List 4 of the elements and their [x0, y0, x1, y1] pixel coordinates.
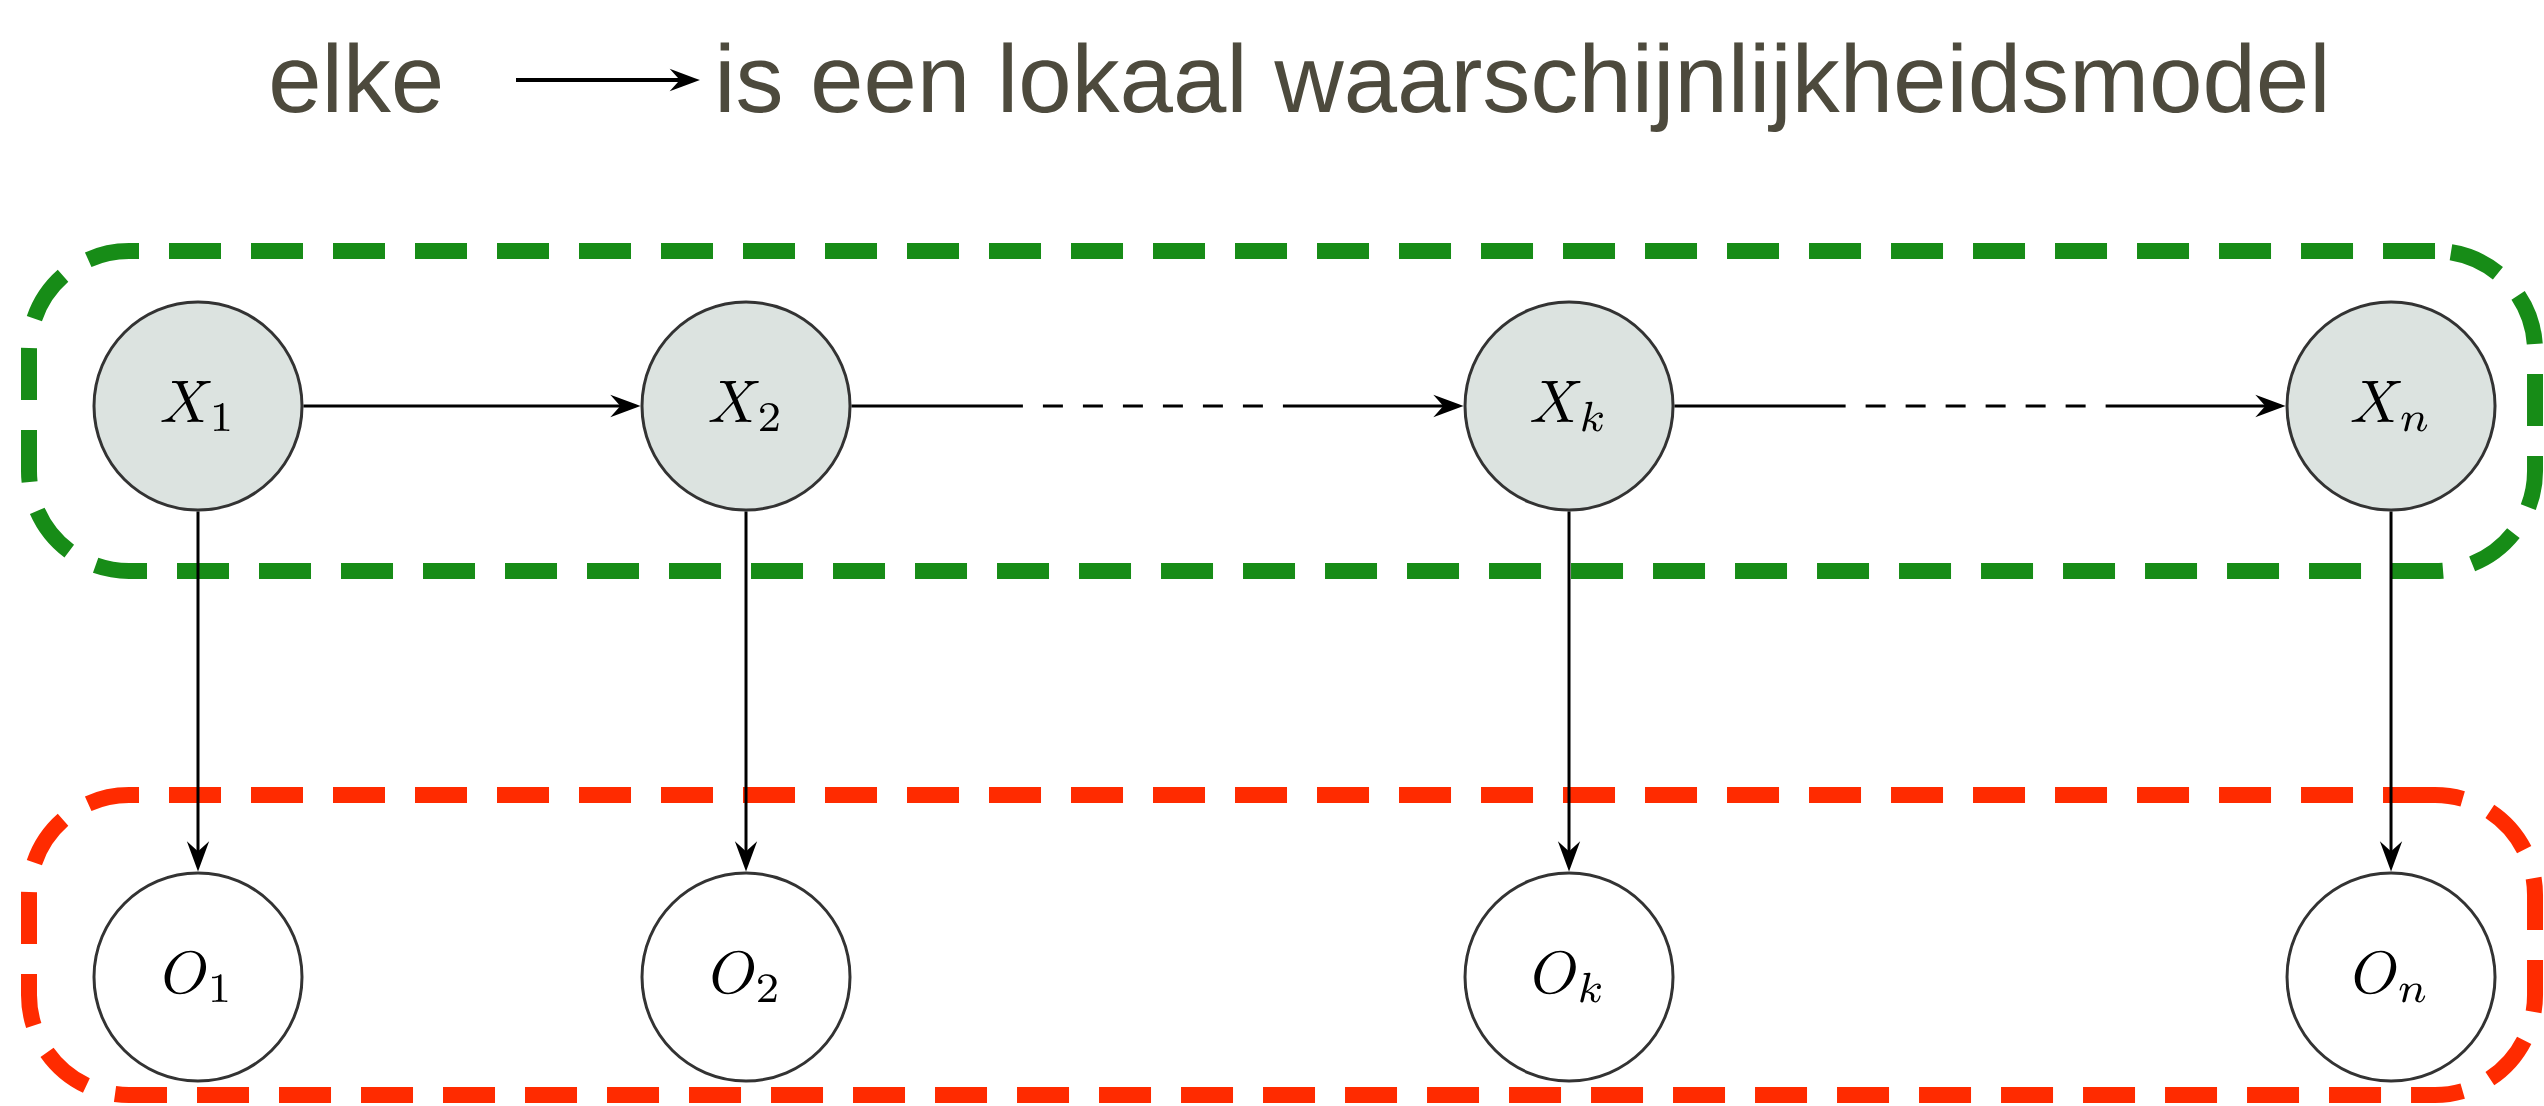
dashed-group-box	[21, 243, 2544, 579]
label-text: elke	[272, 42, 440, 113]
dashed-group-box	[21, 787, 2544, 1103]
label-text: is een lokaal waarschijnlijkheidsmodel	[720, 42, 2325, 132]
